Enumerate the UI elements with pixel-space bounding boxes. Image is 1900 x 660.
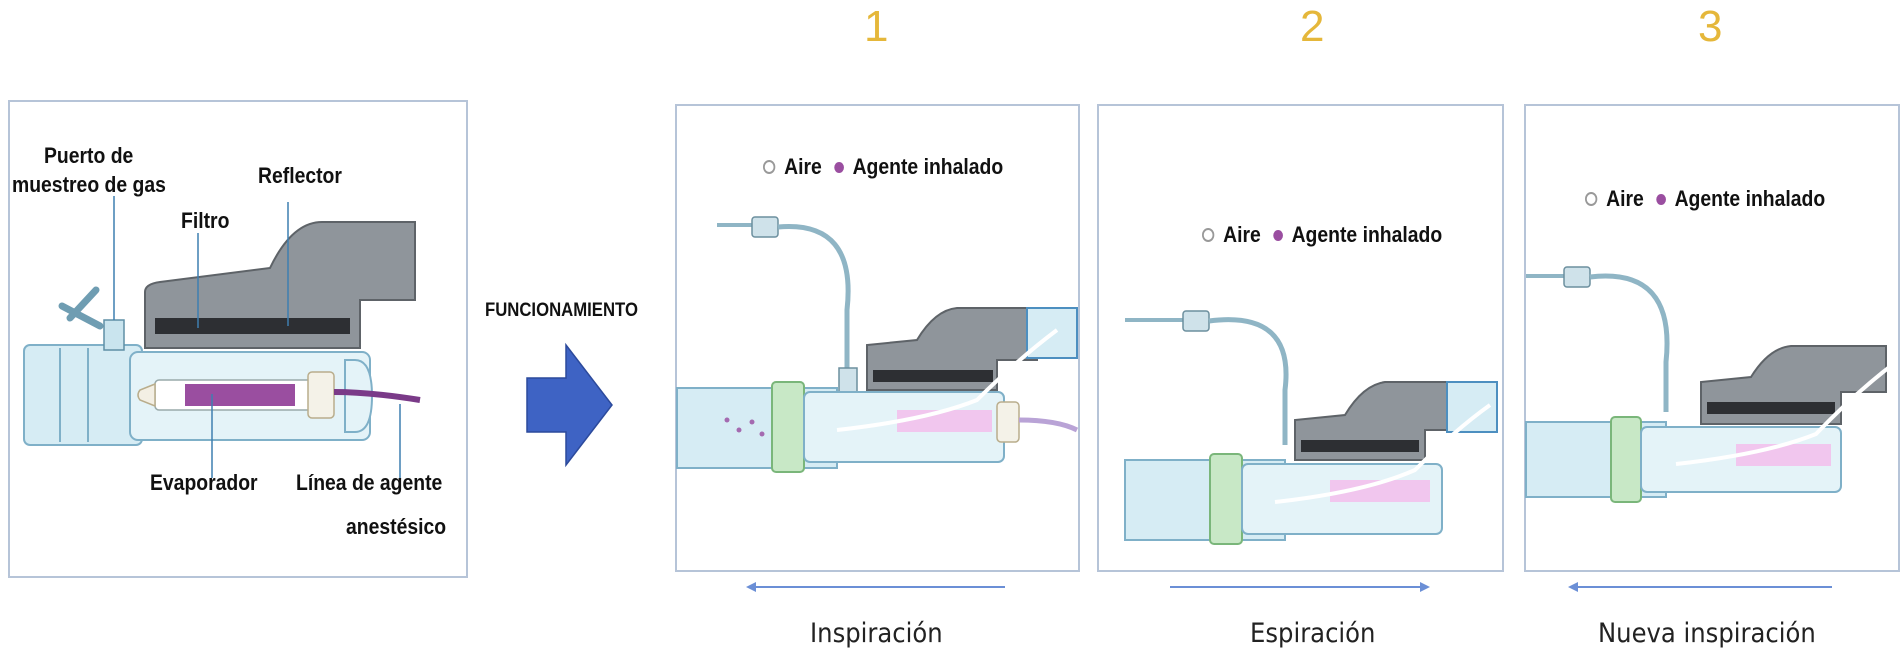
air-dot-icon xyxy=(1585,192,1598,206)
caption-step-2: Espiración xyxy=(1250,618,1376,649)
arrow-label: FUNCIONAMIENTO xyxy=(485,300,638,321)
label-evaporator: Evaporador xyxy=(150,470,258,495)
legend-step-2: Aire Agente inhalado xyxy=(1202,222,1442,248)
agent-dot-icon xyxy=(1273,229,1283,241)
legend-agent: Agente inhalado xyxy=(1291,222,1443,247)
legend-air: Aire xyxy=(1606,186,1644,211)
step-panel-1 xyxy=(675,104,1080,572)
label-gas-port-1: Puerto de xyxy=(44,143,134,168)
air-dot-icon xyxy=(1202,228,1215,242)
step-number-2: 2 xyxy=(1300,2,1325,51)
legend-agent: Agente inhalado xyxy=(852,154,1004,179)
step-number-3: 3 xyxy=(1698,2,1723,51)
label-filter: Filtro xyxy=(181,208,230,233)
caption-step-3: Nueva inspiración xyxy=(1598,618,1816,649)
agent-dot-icon xyxy=(1656,193,1666,205)
label-reflector: Reflector xyxy=(258,163,342,188)
legend-agent: Agente inhalado xyxy=(1674,186,1826,211)
label-agent-line-2: anestésico xyxy=(346,514,447,539)
caption-step-1: Inspiración xyxy=(810,618,943,649)
legend-step-3: Aire Agente inhalado xyxy=(1585,186,1825,212)
legend-air: Aire xyxy=(784,154,822,179)
air-dot-icon xyxy=(763,160,776,174)
label-gas-port-2: muestreo de gas xyxy=(12,172,166,197)
agent-dot-icon xyxy=(834,161,844,173)
legend-step-1: Aire Agente inhalado xyxy=(763,154,1003,180)
step-number-1: 1 xyxy=(864,2,889,51)
label-agent-line-1: Línea de agente xyxy=(296,470,443,495)
legend-air: Aire xyxy=(1223,222,1261,247)
